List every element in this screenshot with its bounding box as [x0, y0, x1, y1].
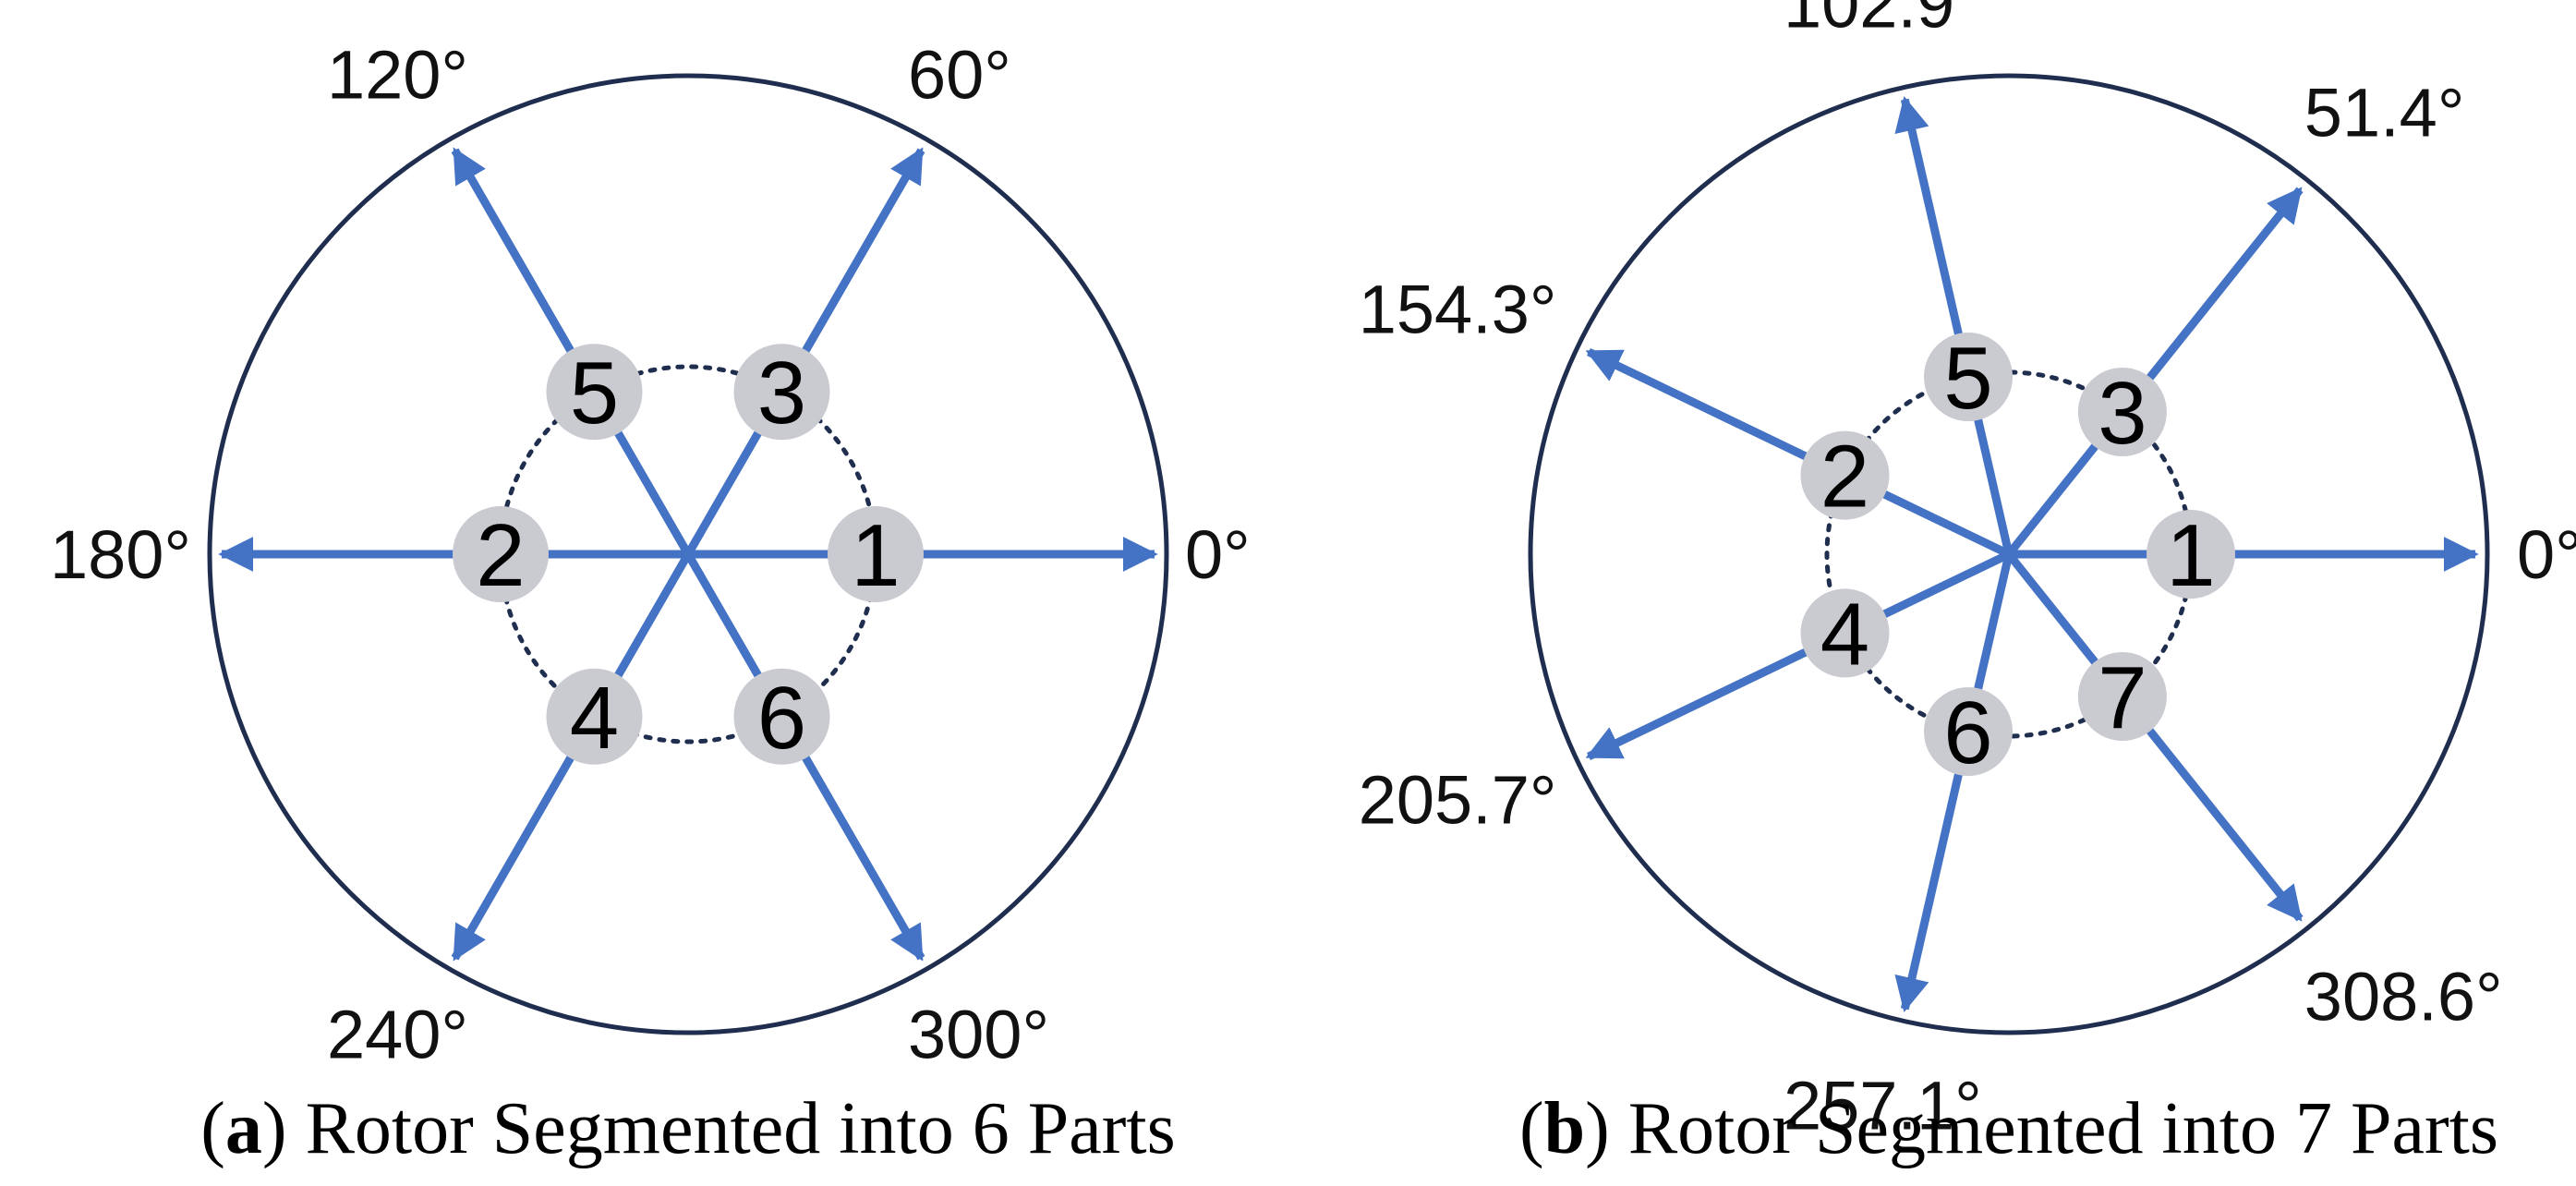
- direction-arrows: [1585, 96, 2479, 1012]
- panel-a-six-parts: 1 0° 3 60° 5 120° 2 180° 4 240° 6 300° (a) Rotor Se…: [50, 36, 1251, 1169]
- angle-label: 308.6°: [2304, 958, 2503, 1035]
- rotor-outline: [1528, 73, 2490, 1035]
- direction-arrow-205-7: [1585, 550, 2011, 761]
- direction-arrow-154-3: [1585, 347, 2011, 559]
- segment-marker-5: [546, 344, 643, 441]
- angle-label: 300°: [908, 997, 1049, 1073]
- segment-marker-1: [2147, 510, 2235, 599]
- segment-marker-6: [1924, 687, 2013, 776]
- direction-arrow-257-1: [1894, 552, 2014, 1012]
- angle-label: 240°: [327, 997, 468, 1073]
- direction-arrow-51-4: [2005, 187, 2304, 557]
- angle-label: 0°: [1185, 516, 1251, 593]
- segment-number: 3: [757, 344, 806, 442]
- caption-a: (a) Rotor Segmented into 6 Parts: [200, 1088, 1175, 1169]
- angle-label: 257.1°: [1784, 1068, 1982, 1144]
- segment-marker-2: [1800, 430, 1890, 520]
- segment-number: 5: [570, 344, 619, 442]
- direction-arrows: [218, 147, 1158, 962]
- angle-label: 51.4°: [2304, 75, 2465, 151]
- caption-text: Rotor Segmented into 7 Parts: [1628, 1088, 2498, 1169]
- angle-label: 180°: [50, 516, 191, 593]
- segment-marker-4: [546, 668, 643, 765]
- segment-number: 6: [757, 669, 806, 768]
- direction-arrow-308-6: [2005, 551, 2304, 922]
- angle-label: 120°: [327, 36, 468, 113]
- segment-marker-6: [733, 668, 830, 765]
- angle-label: 205.7°: [1359, 761, 1557, 838]
- segment-marker-1: [828, 506, 924, 602]
- panel-b-seven-parts: 1 0° 3 51.4° 5 102.9° 2 154.3° 4 205.7° 6 257.1° 7 30…: [1359, 0, 2576, 1169]
- segment-number: 6: [1943, 684, 1992, 782]
- segment-marker-4: [1800, 588, 1890, 678]
- caption-b: (b) Rotor Segmented into 7 Parts: [1519, 1088, 2498, 1169]
- angle-labels: 1 0° 3 51.4° 5 102.9° 2 154.3° 4 205.7° 6 257.1° 7 30…: [1359, 0, 2576, 1144]
- segment-number: 7: [2098, 648, 2147, 747]
- segment-number: 4: [1820, 585, 1869, 684]
- segment-number: 2: [476, 506, 525, 605]
- segment-number: 1: [2166, 506, 2215, 605]
- rotor-outline: [207, 73, 1169, 1035]
- segment-marker-3: [2077, 368, 2167, 456]
- segment-marker-7: [2077, 652, 2167, 741]
- angle-label: 154.3°: [1359, 272, 1557, 348]
- segment-number: 2: [1820, 428, 1869, 526]
- segment-number: 4: [570, 669, 619, 768]
- segment-marker-3: [733, 344, 830, 441]
- segment-markers: [453, 344, 924, 765]
- angle-label: 0°: [2517, 516, 2576, 593]
- angle-label: 102.9°: [1784, 0, 1982, 42]
- caption-letter: b: [1544, 1088, 1586, 1169]
- angle-labels: 1 0° 3 60° 5 120° 2 180° 4 240° 6 300°: [50, 36, 1251, 1072]
- caption-text: Rotor Segmented into 6 Parts: [306, 1088, 1176, 1169]
- direction-arrow-102-9: [1894, 96, 2014, 556]
- segment-number: 5: [1943, 329, 1992, 428]
- segment-number: 3: [2098, 364, 2147, 463]
- angle-label: 60°: [908, 36, 1011, 113]
- segment-markers: [1800, 333, 2235, 776]
- caption-letter: a: [225, 1088, 262, 1169]
- segment-marker-5: [1924, 333, 2013, 421]
- segment-marker-2: [453, 506, 549, 602]
- segment-number: 1: [851, 506, 900, 605]
